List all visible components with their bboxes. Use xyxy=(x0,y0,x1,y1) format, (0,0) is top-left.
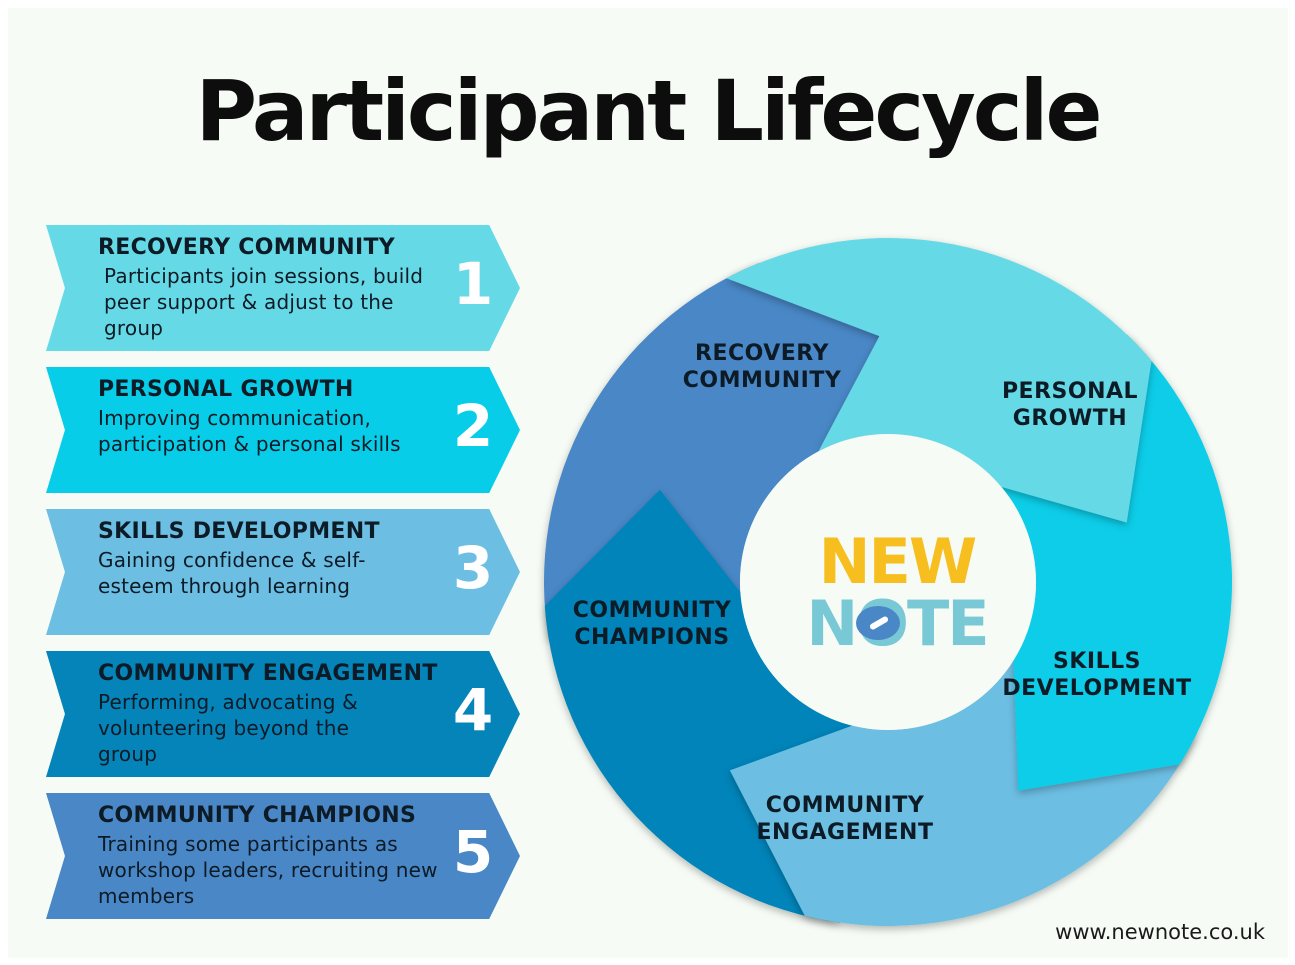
new-note-logo: NEW NOTE xyxy=(806,525,989,660)
page-title: Participant Lifecycle xyxy=(195,62,1103,160)
step-card-5: COMMUNITY CHAMPIONS Training some partic… xyxy=(46,793,520,919)
step-card-1: RECOVERY COMMUNITY Participants join ses… xyxy=(46,225,520,351)
segment-label-recovery-community-line2: COMMUNITY xyxy=(683,368,842,393)
step-number: 1 xyxy=(452,250,494,318)
step-heading: SKILLS DEVELOPMENT xyxy=(98,519,380,544)
segment-label-community-engagement-line2: ENGAGEMENT xyxy=(757,820,934,845)
cycle-segment-recovery-community xyxy=(726,238,1152,523)
cycle-segment-personal-growth xyxy=(990,334,1233,791)
logo-note-highlight-icon xyxy=(869,616,889,630)
website-url: www.newnote.co.uk xyxy=(1055,920,1265,944)
cycle-segment-community-engagement xyxy=(544,489,868,923)
segment-label-skills-development: SKILLS xyxy=(1053,649,1141,674)
step-number: 3 xyxy=(452,534,494,602)
step-number: 2 xyxy=(452,392,494,460)
step-heading: COMMUNITY ENGAGEMENT xyxy=(98,661,438,686)
logo-word-new: NEW xyxy=(819,525,976,598)
step-heading: COMMUNITY CHAMPIONS xyxy=(98,803,417,828)
step-description: Participants join sessions, build peer s… xyxy=(104,264,424,340)
step-description: Performing, advocating & volunteering be… xyxy=(98,690,358,766)
cycle-segment-community-champions xyxy=(543,263,906,642)
step-card-2: PERSONAL GROWTH Improving communication,… xyxy=(46,367,520,493)
step-heading: RECOVERY COMMUNITY xyxy=(98,235,396,260)
cycle-labels: RECOVERY COMMUNITY PERSONAL GROWTH SKILL… xyxy=(573,341,1191,845)
step-number: 5 xyxy=(452,818,494,886)
segment-label-community-champions-line2: CHAMPIONS xyxy=(574,625,729,650)
step-number: 4 xyxy=(452,676,494,744)
segment-label-recovery-community: RECOVERY xyxy=(695,341,830,366)
segment-label-personal-growth-line2: GROWTH xyxy=(1013,406,1127,431)
step-card-3: SKILLS DEVELOPMENT Gaining confidence & … xyxy=(46,509,520,635)
cycle-center-circle xyxy=(740,434,1036,730)
step-description: Training some participants as workshop l… xyxy=(98,832,438,908)
segment-label-skills-development-line2: DEVELOPMENT xyxy=(1002,676,1191,701)
step-description: Improving communication, participation &… xyxy=(98,406,401,456)
segment-label-community-engagement: COMMUNITY xyxy=(766,793,925,818)
step-heading: PERSONAL GROWTH xyxy=(98,377,354,402)
cycle-segments xyxy=(543,238,1233,927)
cycle-segment-skills-development xyxy=(729,646,1198,927)
step-card-4: COMMUNITY ENGAGEMENT Performing, advocat… xyxy=(46,651,520,777)
segment-label-personal-growth: PERSONAL xyxy=(1002,379,1138,404)
segment-label-community-champions: COMMUNITY xyxy=(573,598,732,623)
step-description: Gaining confidence & self-esteem through… xyxy=(98,548,366,598)
